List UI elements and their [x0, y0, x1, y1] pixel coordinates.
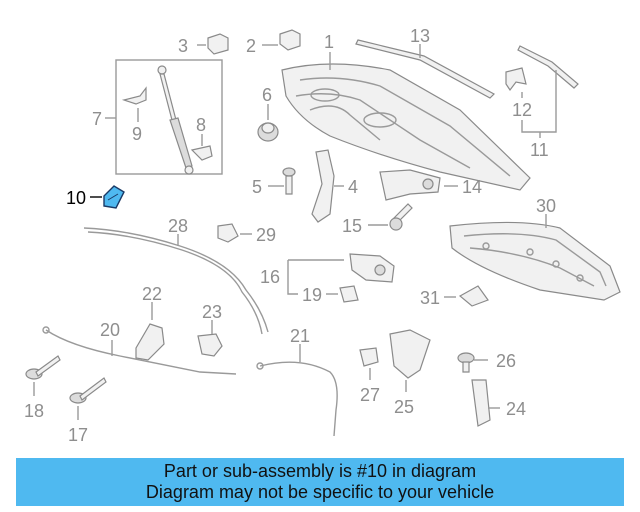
part-24-bracket[interactable] [471, 379, 491, 427]
label-29: 29 [256, 225, 276, 245]
part-20-cable[interactable] [42, 326, 237, 375]
label-8: 8 [196, 115, 206, 135]
part-17-screw[interactable] [69, 377, 107, 404]
label-17: 17 [68, 425, 88, 445]
label-25: 25 [394, 397, 414, 417]
part-19-bolt[interactable] [339, 285, 359, 303]
label-3: 3 [178, 36, 188, 56]
label-20: 20 [100, 320, 120, 340]
label-21: 21 [290, 326, 310, 346]
label-10: 10 [66, 188, 86, 208]
label-2: 2 [246, 36, 256, 56]
part-25-bracket[interactable] [389, 329, 431, 379]
strut-group-box [115, 59, 223, 175]
label-24: 24 [506, 399, 526, 419]
part-14-hinge[interactable] [379, 169, 441, 201]
diagram-notice-banner: Part or sub-assembly is #10 in diagram D… [16, 458, 624, 506]
part-7-gas-strut[interactable] [157, 65, 194, 175]
part-1-hood[interactable] [281, 63, 531, 191]
banner-line-2: Diagram may not be specific to your vehi… [145, 482, 495, 502]
label-14: 14 [462, 177, 482, 197]
label-1: 1 [324, 32, 334, 52]
part-27-clip[interactable] [359, 347, 379, 367]
label-6: 6 [262, 85, 272, 105]
label-30: 30 [536, 196, 556, 216]
part-3-bumper[interactable] [197, 33, 229, 55]
label-19: 19 [302, 285, 322, 305]
part-10-highlighted[interactable] [103, 185, 125, 209]
part-30-insulator[interactable] [449, 221, 621, 301]
part-16-latch[interactable] [349, 253, 395, 283]
part-28-cable[interactable] [83, 227, 269, 335]
part-31-clip[interactable] [458, 285, 489, 307]
label-5: 5 [252, 177, 262, 197]
part-23-latch[interactable] [197, 333, 223, 357]
part-6-grommet[interactable] [257, 104, 279, 142]
part-15-bolt[interactable] [389, 203, 413, 231]
parts-diagram: 3 2 7 9 8 6 1 13 [24, 26, 621, 445]
part-18-screw[interactable] [25, 355, 61, 380]
part-13-seal[interactable] [355, 39, 495, 99]
label-7: 7 [92, 109, 102, 129]
label-15: 15 [342, 216, 362, 236]
label-16: 16 [260, 267, 280, 287]
part-2-bumper[interactable] [262, 29, 301, 51]
label-26: 26 [496, 351, 516, 371]
label-11: 11 [530, 140, 549, 160]
banner-line-1: Part or sub-assembly is #10 in diagram [163, 461, 477, 481]
label-28: 28 [168, 216, 188, 236]
label-23: 23 [202, 302, 222, 322]
label-18: 18 [24, 401, 44, 421]
part-9-clip[interactable] [121, 86, 147, 105]
part-4-hinge[interactable] [311, 149, 335, 223]
label-22: 22 [142, 284, 162, 304]
label-27: 27 [360, 385, 380, 405]
label-31: 31 [420, 288, 440, 308]
label-9: 9 [132, 124, 142, 144]
label-13: 13 [410, 26, 430, 46]
part-22-handle[interactable] [135, 323, 165, 361]
part-12-bracket[interactable] [505, 67, 527, 92]
label-4: 4 [348, 177, 358, 197]
part-26-bolt[interactable] [457, 352, 475, 373]
part-29-clip[interactable] [217, 223, 239, 243]
label-12: 12 [512, 100, 532, 120]
part-21-cable[interactable] [256, 361, 338, 437]
part-8-clip[interactable] [190, 145, 213, 161]
part-5-bolt[interactable] [282, 167, 296, 195]
part-11-seal[interactable] [517, 45, 579, 89]
